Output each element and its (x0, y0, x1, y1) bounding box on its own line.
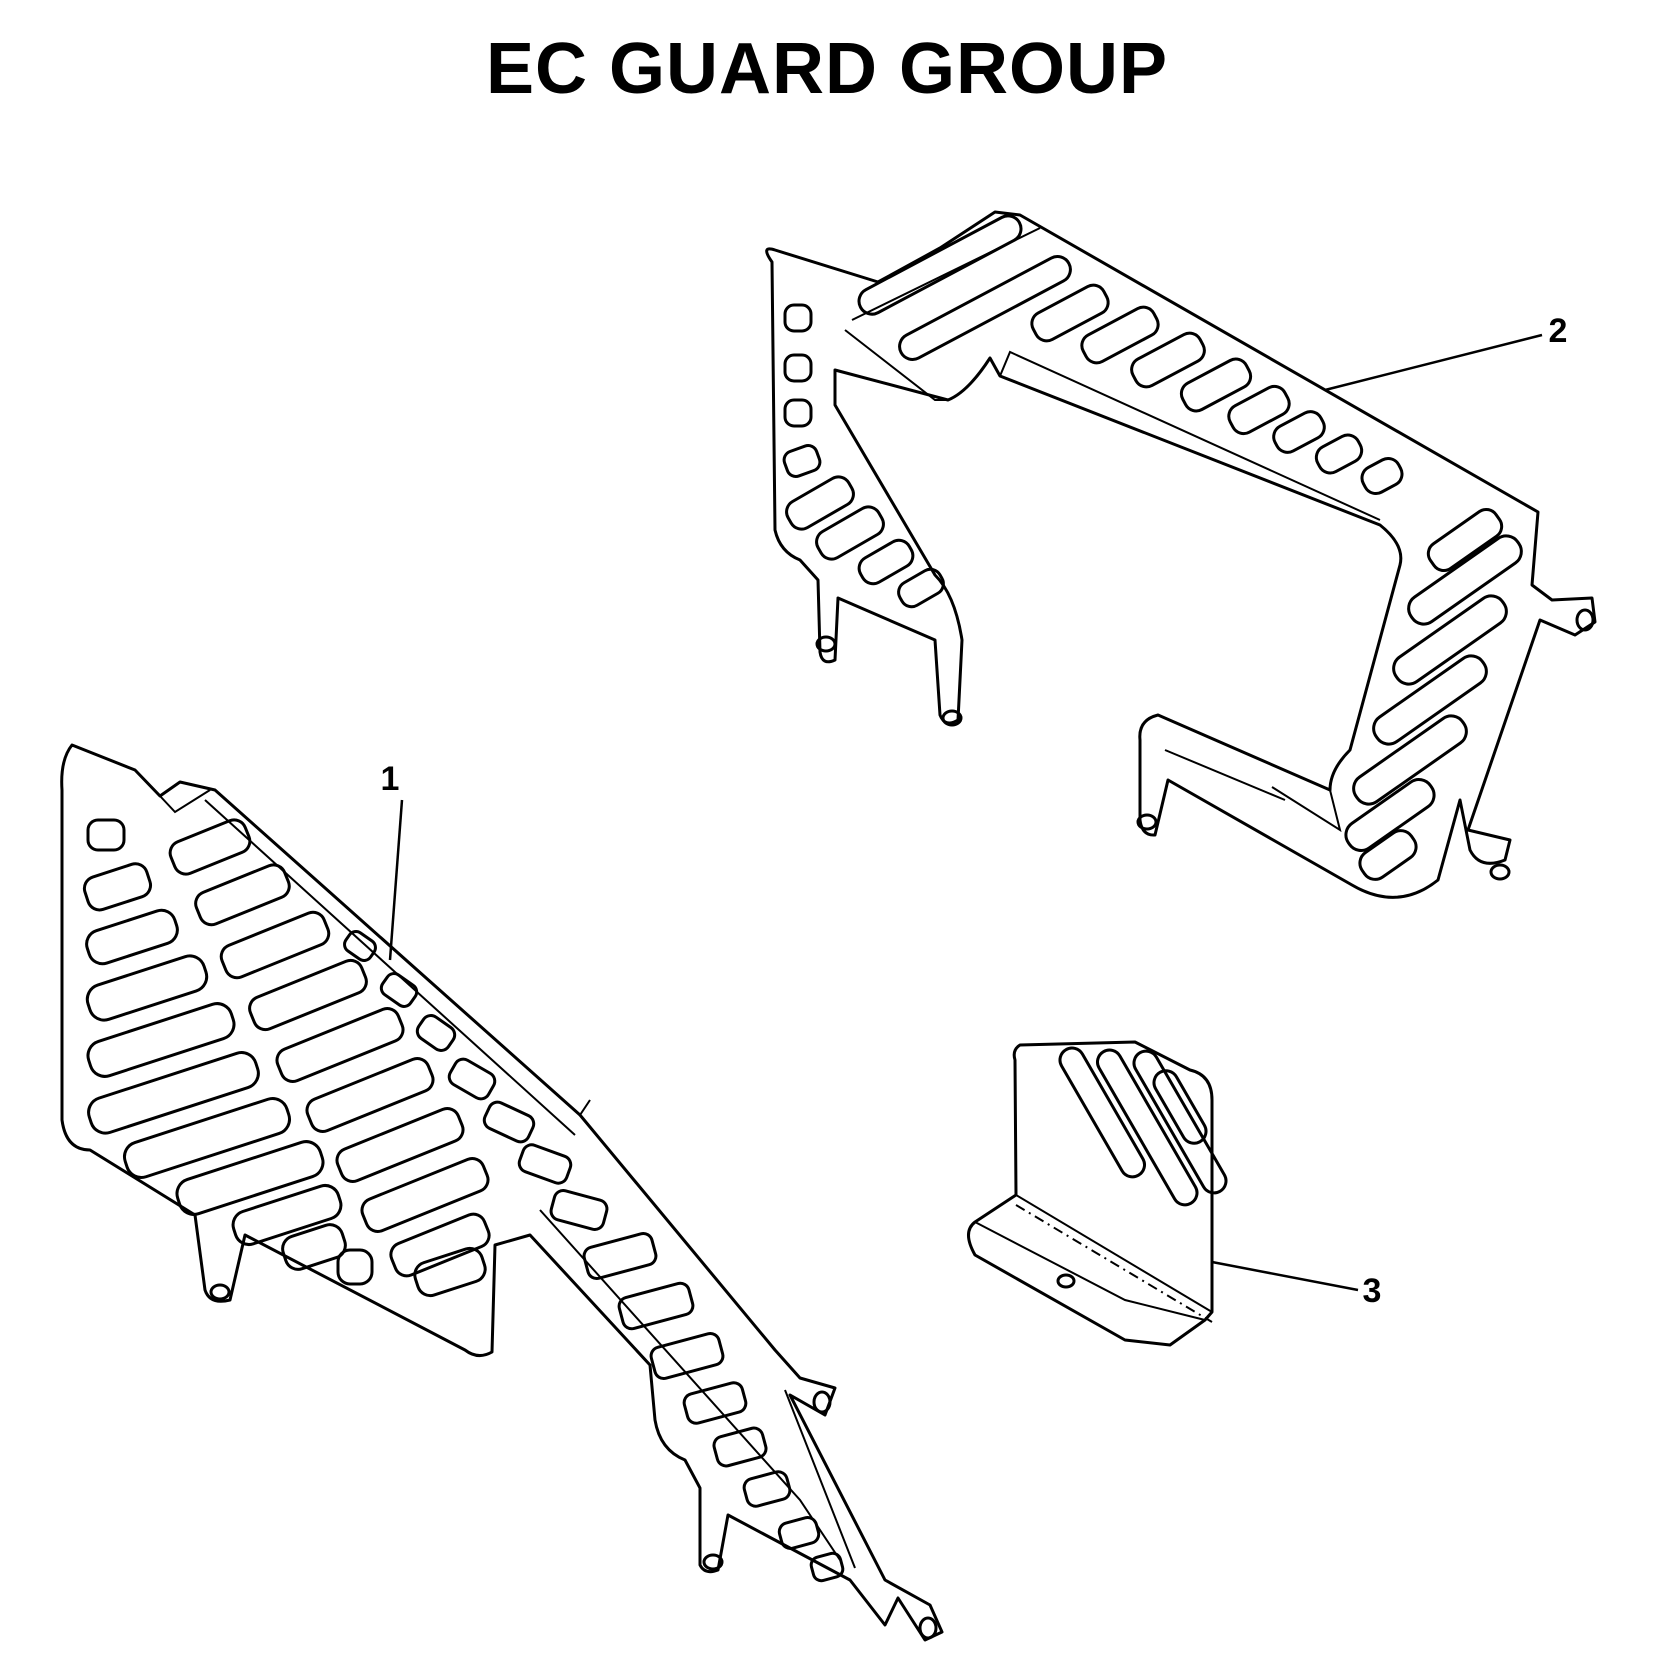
page-title: EC GUARD GROUP (485, 29, 1169, 109)
small-guard-bracket-icon (967, 1040, 1228, 1347)
callout-label: 2 (1549, 312, 1568, 350)
rear-guard-frame-icon (765, 210, 1597, 899)
callout-2: 2 (1324, 312, 1568, 392)
callout-1: 1 (381, 760, 404, 961)
callout-label: 3 (1363, 1272, 1382, 1310)
callout-3: 3 (1211, 1260, 1382, 1310)
callout-label: 1 (381, 760, 400, 798)
left-guard-panel-icon (60, 743, 944, 1642)
